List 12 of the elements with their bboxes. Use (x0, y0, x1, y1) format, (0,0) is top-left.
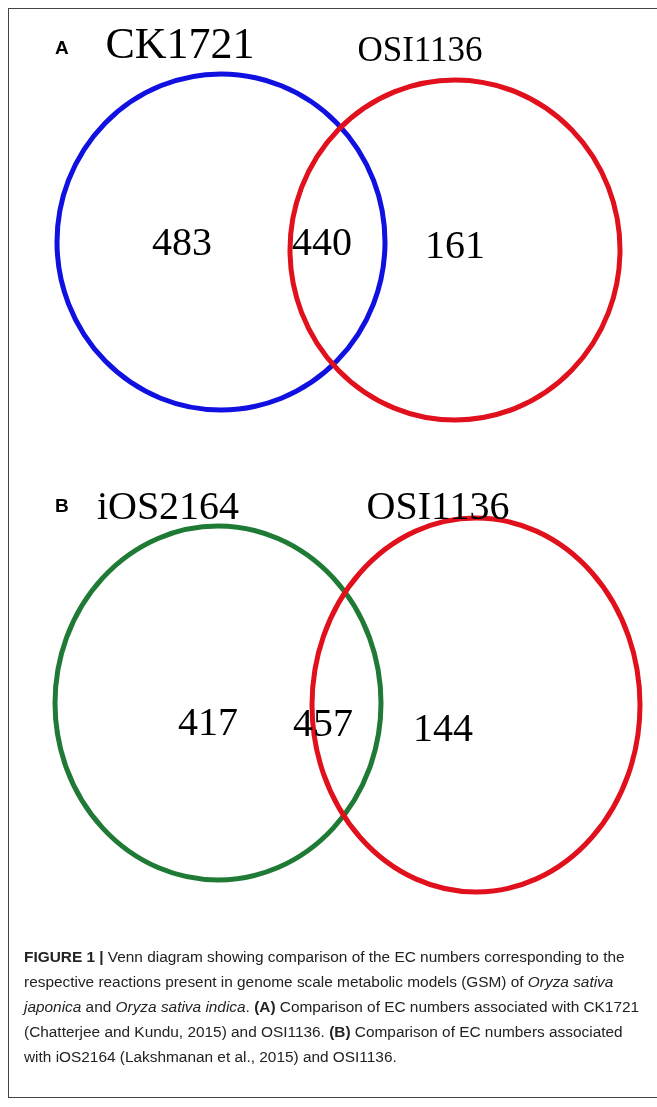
set-count: 144 (412, 708, 474, 748)
figure-caption: FIGURE 1 | Venn diagram showing comparison of the EC numbers corresponding to the respective reactions present in genome scale metabolic models (GSM) of Oryza sativa japonica and Oryza sativa indica. (A) Comparison of EC numbers associated with CK1721 (Chatterjee and Kundu, 2015) and OSI1136. (B) Comparison of EC numbers associated with iOS2164 (Lakshmanan et al., 2015) and OSI1136. (24, 947, 641, 1067)
overlap-count: 440 (292, 222, 352, 262)
set-count: 417 (177, 702, 239, 742)
panel-letter: B (55, 495, 69, 515)
panel-letter: A (55, 37, 69, 57)
set-label: iOS2164 (95, 486, 241, 526)
set-label: OSI1136 (356, 32, 484, 67)
set-count: 161 (424, 225, 486, 265)
set-count: 483 (151, 222, 213, 262)
set-label: CK1721 (104, 22, 256, 66)
set-label: OSI1136 (365, 486, 511, 526)
